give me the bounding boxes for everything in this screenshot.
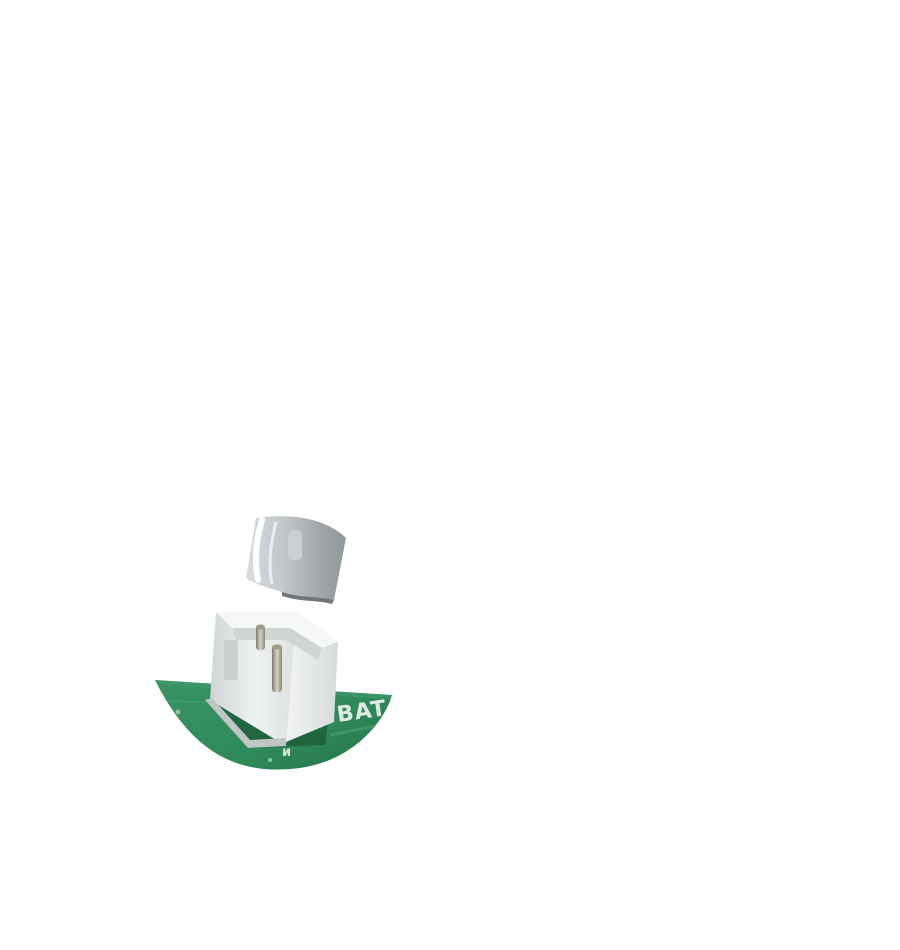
- connector-pin-left: [256, 626, 265, 650]
- connector-pin-right: [272, 646, 282, 692]
- cable-plug: [246, 516, 346, 604]
- jst-header-connector: [205, 612, 338, 748]
- silkscreen-mark: и: [282, 745, 291, 760]
